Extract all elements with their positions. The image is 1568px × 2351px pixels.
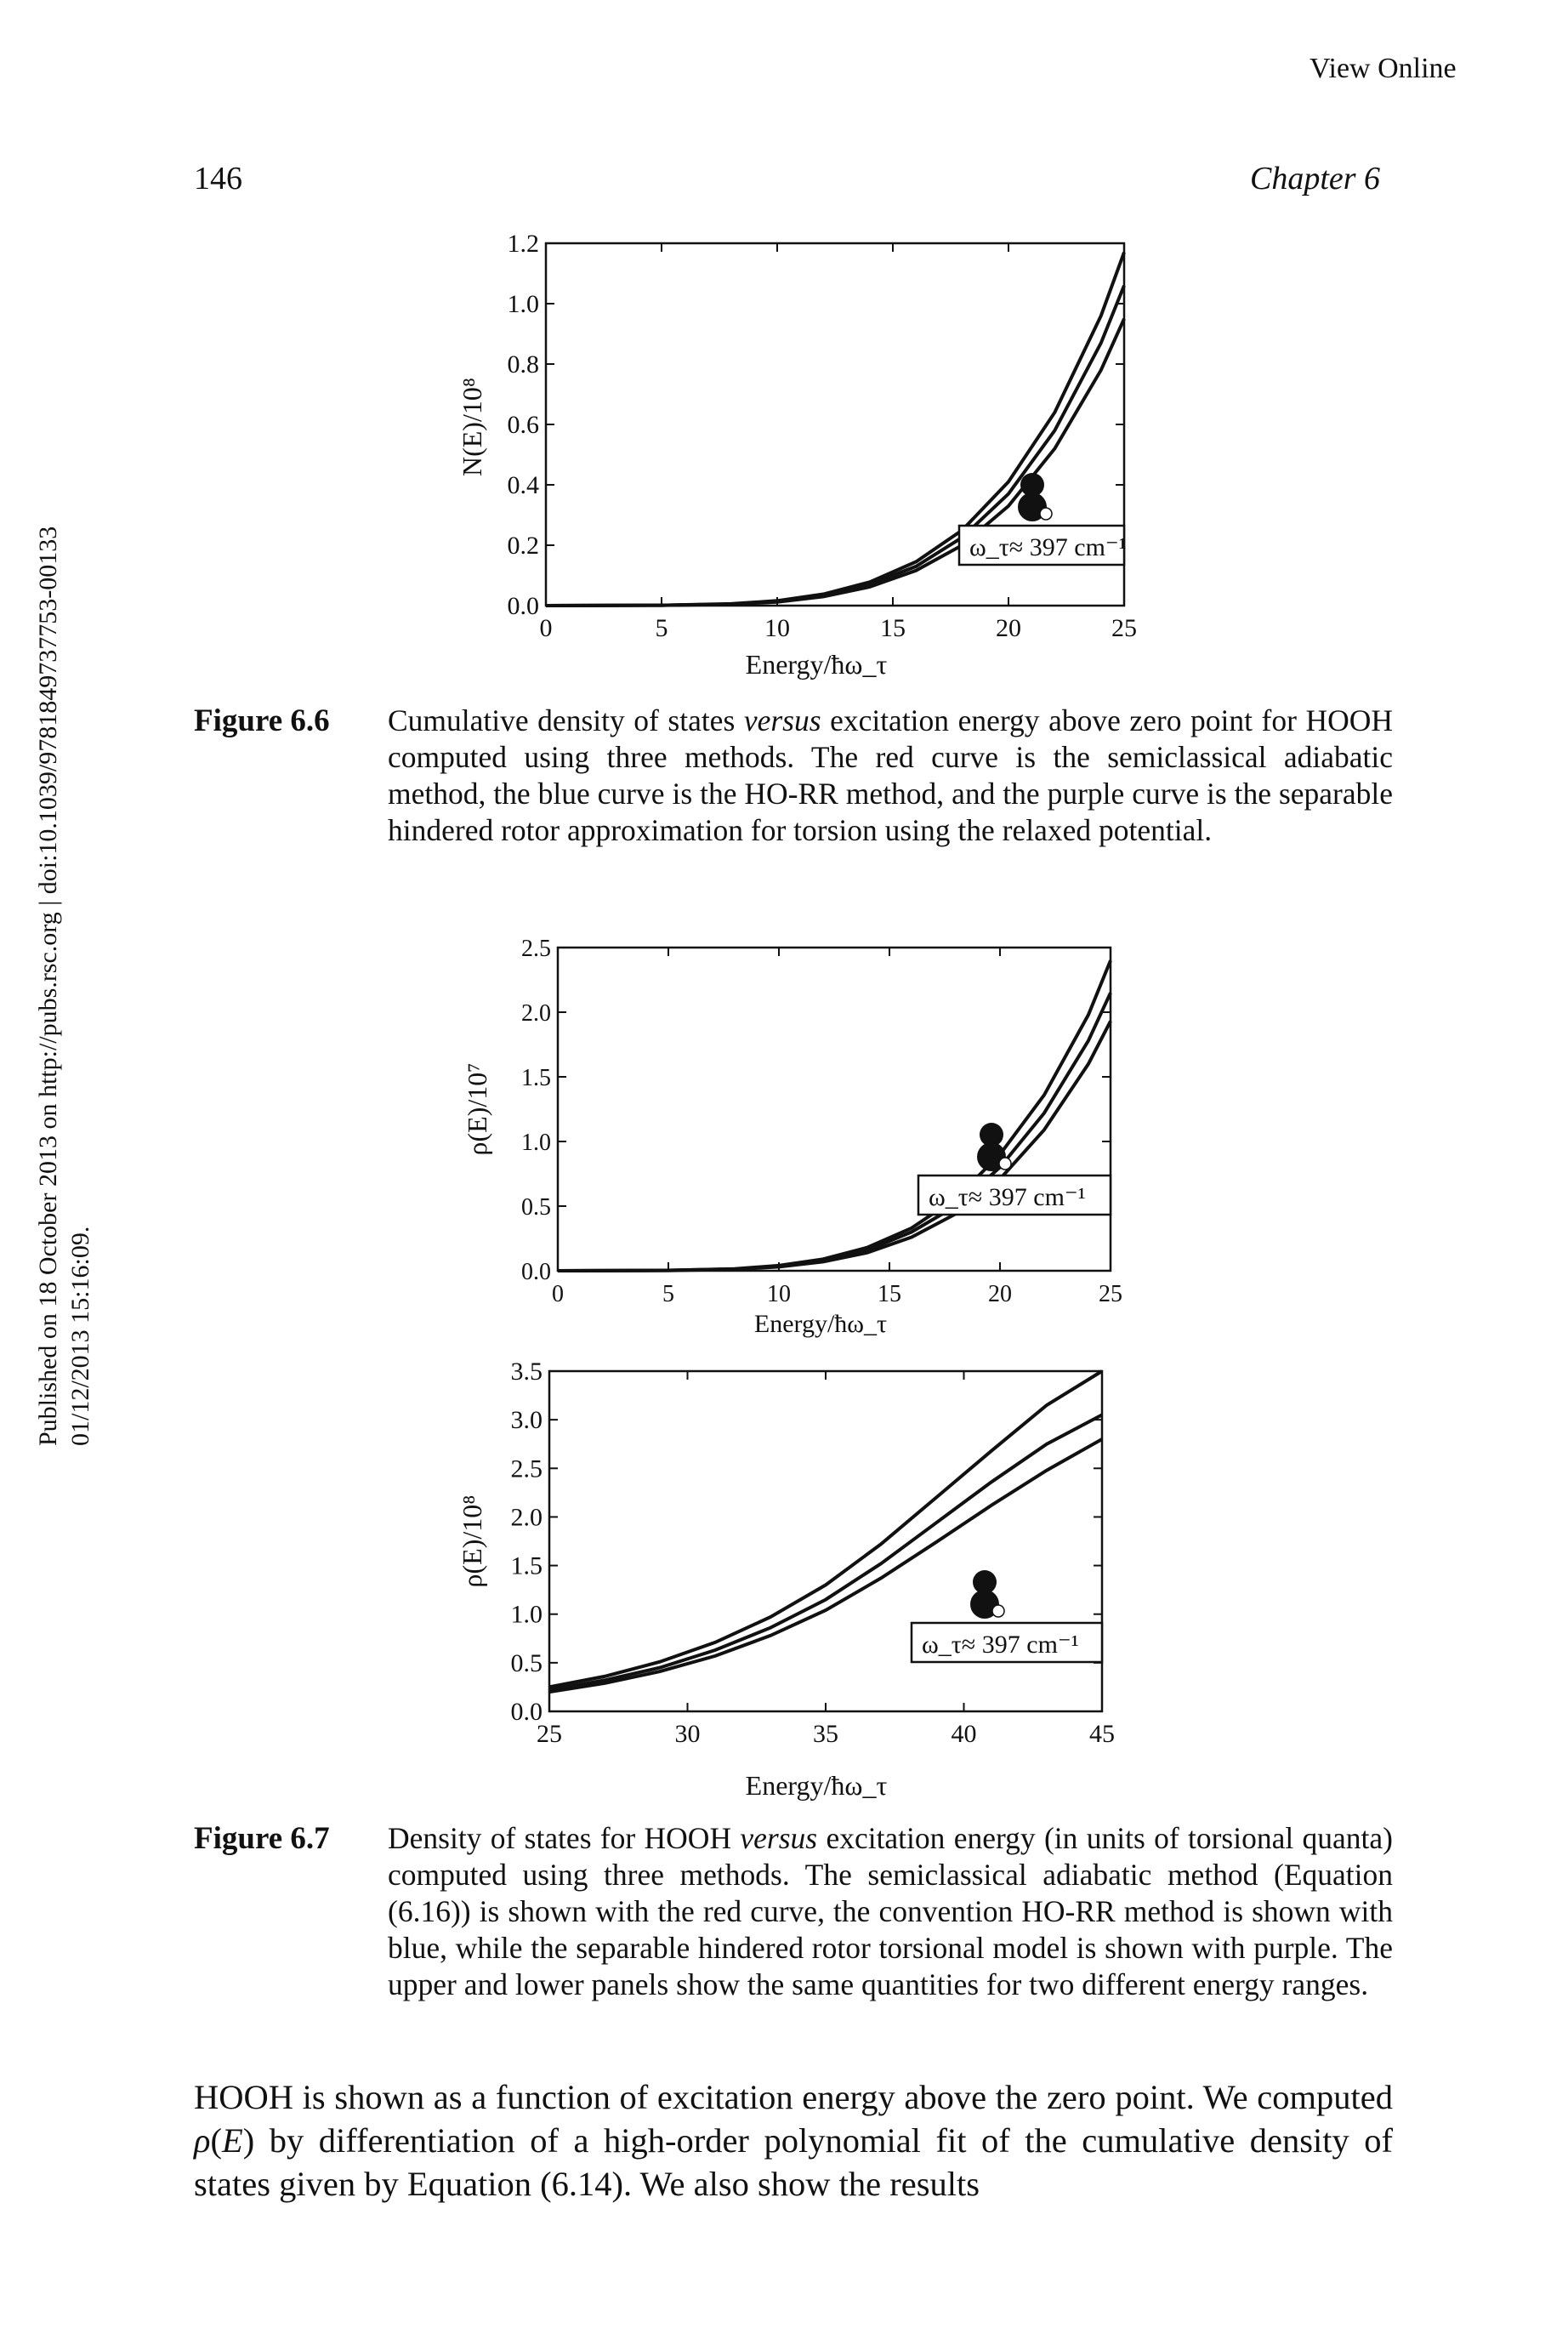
x-axis-label: Energy/ħω_τ [746,649,888,680]
y-tick-label: 0.5 [521,1194,551,1221]
y-tick-label: 2.5 [511,1454,543,1483]
y-tick-label: 1.2 [508,230,540,258]
chapter-header: Chapter 6 [1250,161,1381,196]
caption-text: Density of states for HOOH [388,1821,741,1855]
x-tick-label: 20 [996,614,1021,642]
chart-density-high: 0.0 0.5 1.0 1.5 2.0 2.5 3.0 3.5 25 30 35 40 45 ρ(E)/… [457,1358,1115,1801]
x-tick-label: 40 [952,1720,977,1748]
x-tick-label: 0 [552,1281,564,1307]
y-tick-label: 1.5 [511,1552,543,1580]
x-tick-label: 25 [537,1720,562,1748]
y-axis-label: N(E)/10⁸ [457,378,487,476]
series-line-1 [557,959,1112,1272]
figure-6-6-caption: Figure 6.6 Cumulative density of states … [194,703,1393,849]
y-axis-label: ρ(E)/10⁸ [457,1495,487,1588]
y-tick-label: 2.5 [521,936,551,962]
annotation-box [917,1174,1112,1216]
x-tick-label: 25 [1099,1281,1122,1307]
molecule-inset: ω_τ≈ 397 cm⁻¹ [917,1123,1112,1216]
figure-6-6-label: Figure 6.6 [194,703,330,738]
figure-6-7-caption: Figure 6.7 Density of states for HOOH ve… [194,1820,1393,2003]
series-line-3 [548,1437,1103,1694]
y-tick-label: 0.0 [521,1259,551,1285]
y-tick-label: 1.5 [521,1065,551,1091]
x-tick-label: 5 [662,1281,674,1307]
y-tick-label: 3.0 [511,1406,543,1434]
x-axis-label: Energy/ħω_τ [754,1310,887,1338]
caption-italic: versus [743,703,821,737]
y-tick-label: 2.0 [521,1000,551,1027]
x-tick-label: 15 [880,614,906,642]
y-tick-label: 1.0 [511,1601,543,1629]
atom-icon [980,1123,1003,1147]
x-tick-label: 25 [1111,614,1137,642]
molecule-inset: ω_τ≈ 397 cm⁻¹ [957,473,1127,566]
chart-density-low: 0.0 0.5 1.0 1.5 2.0 2.5 0 5 10 15 20 25 ρ(E)/10⁷ En… [462,936,1122,1338]
series-line-2 [557,992,1112,1272]
y-tick-label: 2.0 [511,1503,543,1531]
y-tick-label: 1.0 [508,290,540,318]
stamp-line-date: 01/12/2013 15:16:09. [66,1226,94,1446]
atom-icon [998,1157,1012,1170]
figure-6-7-label: Figure 6.7 [194,1821,330,1856]
body-text-run: ( [210,2121,222,2160]
caption-text: excitation energy (in units of torsional… [388,1821,1393,2001]
page-number: 146 [194,161,242,196]
atom-icon [973,1570,997,1594]
x-tick-label: 5 [656,614,668,642]
molecule-inset: ω_τ≈ 397 cm⁻¹ [910,1570,1104,1664]
stamp-line-published: Published on 18 October 2013 on http://p… [34,526,62,1446]
series-line-2 [548,1413,1103,1692]
energy-symbol: E [221,2121,243,2160]
body-text-run: ) by differentiation of a high-order pol… [194,2121,1393,2203]
y-tick-label: 0.8 [508,350,540,379]
atom-icon [1020,473,1044,497]
annotation-box [910,1621,1104,1664]
x-tick-label: 45 [1089,1720,1115,1748]
x-tick-label: 30 [675,1720,701,1748]
x-tick-label: 35 [813,1720,838,1748]
rho-symbol: ρ [194,2121,211,2160]
x-tick-label: 20 [988,1281,1012,1307]
caption-text: excitation energy above zero point for H… [388,703,1394,847]
annotation-text: ω_τ≈ 397 cm⁻¹ [969,533,1127,561]
caption-italic: versus [740,1821,818,1855]
y-axis-label: ρ(E)/10⁷ [462,1063,492,1156]
annotation-text: ω_τ≈ 397 cm⁻¹ [929,1183,1086,1211]
caption-text: Cumulative density of states [388,703,744,737]
view-online-link[interactable]: View Online [1310,53,1457,84]
y-tick-label: 3.5 [511,1358,543,1386]
x-tick-label: 10 [767,1281,791,1307]
atom-icon [1039,507,1053,521]
y-tick-label: 0.0 [508,592,540,620]
y-tick-label: 0.5 [511,1649,543,1677]
y-tick-label: 0.4 [508,471,540,499]
y-tick-label: 1.0 [521,1130,551,1156]
annotation-box [957,524,1126,566]
side-publication-stamp: Published on 18 October 2013 on http://p… [32,340,97,1446]
annotation-text: ω_τ≈ 397 cm⁻¹ [922,1631,1079,1659]
x-tick-label: 15 [878,1281,901,1307]
x-axis-label: Energy/ħω_τ [746,1770,888,1801]
y-tick-label: 0.0 [511,1698,543,1726]
chart-cumulative-density: 0.0 0.2 0.4 0.6 0.8 1.0 1.2 0 5 10 15 20 25 N(E)/10⁸… [457,230,1137,680]
series-line-3 [557,1020,1112,1272]
series-line-1 [548,1369,1104,1689]
body-text-run: HOOH is shown as a function of excitatio… [194,2078,1393,2116]
x-tick-label: 0 [540,614,553,642]
y-tick-label: 0.2 [508,532,540,560]
y-tick-label: 0.6 [508,411,540,439]
x-tick-label: 10 [764,614,790,642]
atom-icon [991,1604,1005,1618]
body-paragraph: HOOH is shown as a function of excitatio… [194,2075,1393,2206]
